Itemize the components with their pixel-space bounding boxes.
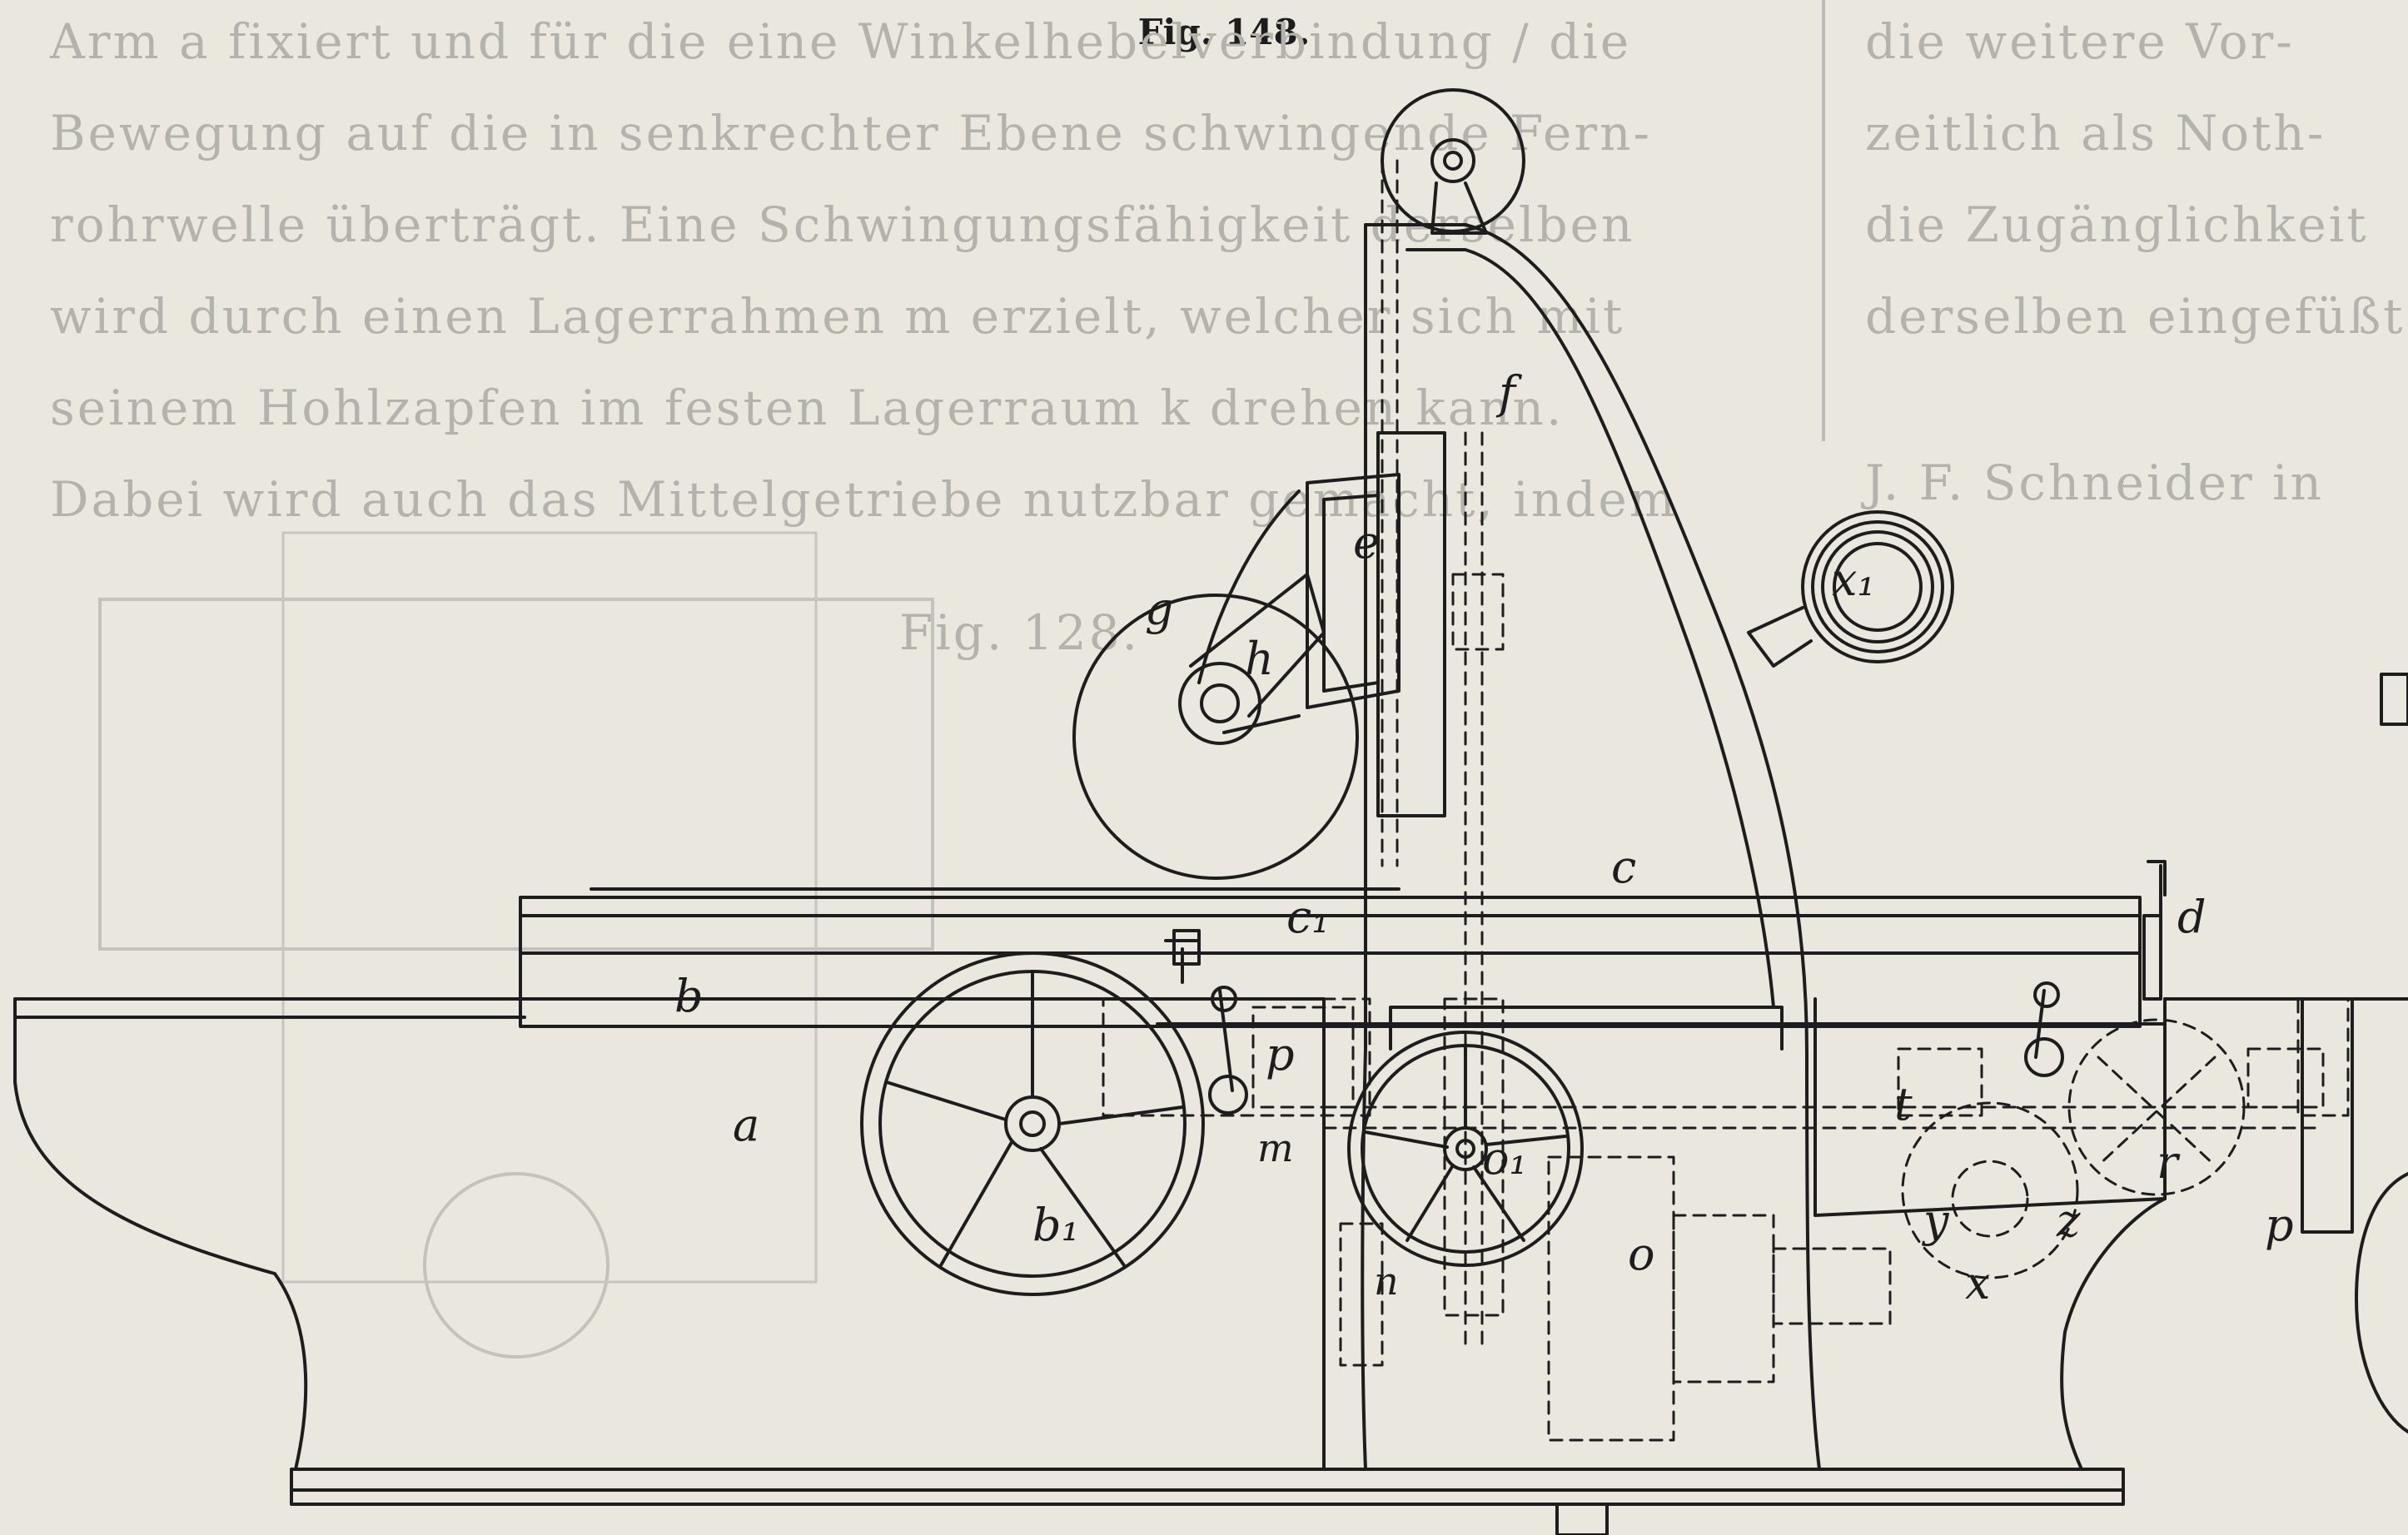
bleed-right-4: derselben eingefüßt [1865, 288, 2406, 345]
label-m: m [1257, 1125, 1294, 1170]
knob-d [2147, 860, 2167, 917]
label-o: o [1628, 1228, 1655, 1280]
right-wheel-partial [2355, 1172, 2408, 1433]
label-p1: p [1266, 1028, 1295, 1080]
stand-p [2301, 997, 2354, 1234]
hidden-gears [1102, 997, 2350, 1442]
label-r: r [2157, 1136, 2181, 1189]
label-b: b [674, 970, 704, 1022]
label-h: h [1245, 633, 1274, 685]
label-g: g [1145, 583, 1174, 635]
label-p: p [2265, 1199, 2294, 1251]
label-y: y [1922, 1195, 1950, 1247]
base-plinth [290, 1468, 2125, 1506]
label-e: e [1353, 516, 1380, 569]
bleed-right-2: zeitlich als Noth- [1865, 105, 2326, 161]
bleed-fig-caption: Fig. 128. [899, 604, 1140, 661]
machine-bed [13, 997, 1326, 1471]
table [519, 896, 2142, 1028]
bleed-line-6: Dabei wird auch das Mittelgetriebe nutzb… [50, 471, 1678, 528]
label-a: a [733, 1099, 759, 1151]
label-x: x [1965, 1257, 1990, 1309]
column-upright [1361, 223, 1821, 1471]
bleed-line-4: wird durch einen Lagerrahmen m erzielt, … [50, 288, 1624, 345]
label-o1: o₁ [1482, 1132, 1527, 1185]
figure-caption: Fig. 148. [1137, 12, 1311, 52]
bleed-through-text: Arm a fixiert und für die eine Winkelheb… [49, 0, 2406, 1359]
pulley-x1 [1801, 510, 1954, 663]
lever-right [2034, 989, 2046, 1059]
bleed-line-1: Arm a fixiert und für die eine Winkelheb… [49, 13, 1631, 70]
label-b1: b₁ [1032, 1199, 1079, 1251]
label-c1: c₁ [1286, 891, 1330, 943]
label-n: n [1374, 1259, 1399, 1304]
bleed-right-5: J. F. Schneider in [1861, 455, 2324, 511]
machine-bed-right-end [2060, 997, 2408, 1471]
label-z: z [2056, 1195, 2081, 1247]
handwheel-small [1347, 1031, 1584, 1267]
bleed-line-5: seinem Hohlzapfen im festen Lagerraum k … [50, 380, 1564, 436]
bleed-right-1: die weitere Vor- [1865, 13, 2295, 70]
grinding-wheel [1072, 594, 1359, 880]
label-t: t [1894, 1078, 1913, 1130]
label-d: d [2177, 891, 2207, 943]
bleed-line-2: Bewegung auf die in senkrechter Ebene sc… [50, 105, 1652, 161]
bleed-right-3: die Zugänglichkeit [1865, 196, 2369, 253]
label-x1: x₁ [1832, 554, 1875, 606]
label-c: c [1611, 841, 1636, 893]
